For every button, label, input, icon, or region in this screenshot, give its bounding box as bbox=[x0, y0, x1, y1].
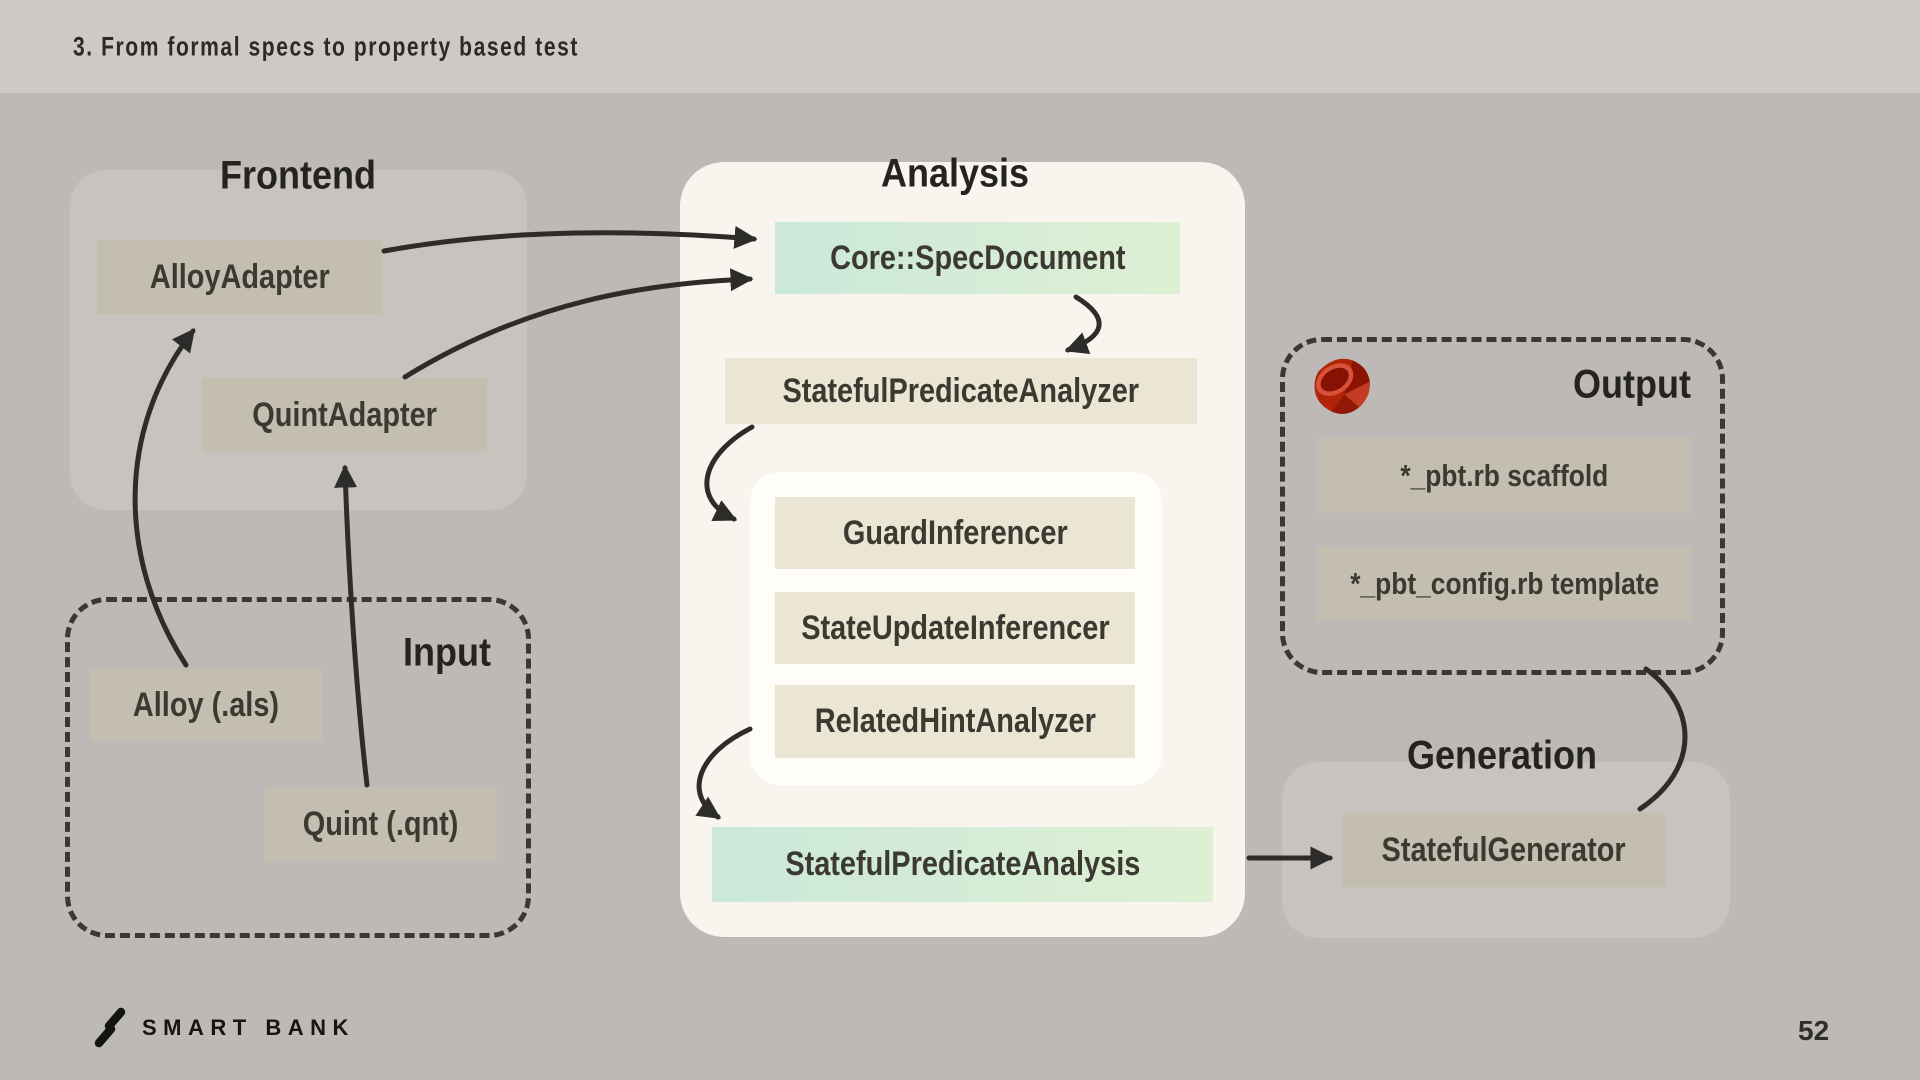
smartbank-logo-icon bbox=[94, 1007, 126, 1048]
node-quint-file: Quint (.qnt) bbox=[265, 787, 497, 862]
footer-brand: SMART BANK bbox=[142, 1015, 355, 1040]
node-related-hint-analyzer-label: RelatedHintAnalyzer bbox=[814, 702, 1096, 740]
node-related-hint-analyzer: RelatedHintAnalyzer bbox=[775, 685, 1135, 758]
node-quint-adapter: QuintAdapter bbox=[202, 378, 487, 452]
node-stateful-predicate-analyzer: StatefulPredicateAnalyzer bbox=[725, 358, 1197, 424]
title-bar: 3. From formal specs to property based t… bbox=[0, 0, 1920, 93]
ruby-gem-icon bbox=[1314, 358, 1370, 414]
input-title: Input bbox=[403, 630, 491, 675]
node-stateful-predicate-analysis-label: StatefulPredicateAnalysis bbox=[785, 845, 1140, 883]
node-guard-inferencer-label: GuardInferencer bbox=[842, 513, 1068, 552]
node-alloy-adapter: AlloyAdapter bbox=[97, 240, 382, 314]
analysis-title: Analysis bbox=[880, 151, 1030, 196]
node-state-update-inferencer: StateUpdateInferencer bbox=[775, 592, 1135, 664]
generation-title: Generation bbox=[1406, 733, 1598, 778]
node-pbt-config-template-label: *_pbt_config.rb template bbox=[1350, 565, 1659, 601]
node-pbt-scaffold: *_pbt.rb scaffold bbox=[1317, 438, 1692, 513]
page-number: 52 bbox=[1798, 1015, 1830, 1046]
node-core-specdocument: Core::SpecDocument bbox=[775, 222, 1180, 294]
input-panel bbox=[65, 597, 531, 938]
node-state-update-inferencer-label: StateUpdateInferencer bbox=[800, 608, 1110, 647]
output-panel bbox=[1280, 337, 1725, 675]
node-stateful-predicate-analysis: StatefulPredicateAnalysis bbox=[712, 827, 1213, 902]
node-pbt-config-template: *_pbt_config.rb template bbox=[1317, 547, 1692, 620]
node-stateful-generator-label: StatefulGenerator bbox=[1381, 830, 1627, 869]
node-guard-inferencer: GuardInferencer bbox=[775, 497, 1135, 569]
node-pbt-scaffold-label: *_pbt.rb scaffold bbox=[1400, 457, 1609, 493]
node-core-specdocument-label: Core::SpecDocument bbox=[829, 238, 1126, 277]
node-stateful-generator: StatefulGenerator bbox=[1343, 813, 1665, 887]
node-alloy-file-label: Alloy (.als) bbox=[132, 685, 280, 724]
slide-title: 3. From formal specs to property based t… bbox=[73, 31, 579, 62]
node-alloy-file: Alloy (.als) bbox=[90, 668, 322, 742]
node-stateful-predicate-analyzer-label: StatefulPredicateAnalyzer bbox=[782, 371, 1140, 410]
node-alloy-adapter-label: AlloyAdapter bbox=[149, 257, 330, 296]
node-quint-file-label: Quint (.qnt) bbox=[303, 805, 459, 843]
frontend-title: Frontend bbox=[220, 153, 376, 198]
output-title: Output bbox=[1573, 362, 1691, 407]
frontend-panel bbox=[70, 170, 527, 510]
node-quint-adapter-label: QuintAdapter bbox=[252, 395, 437, 434]
